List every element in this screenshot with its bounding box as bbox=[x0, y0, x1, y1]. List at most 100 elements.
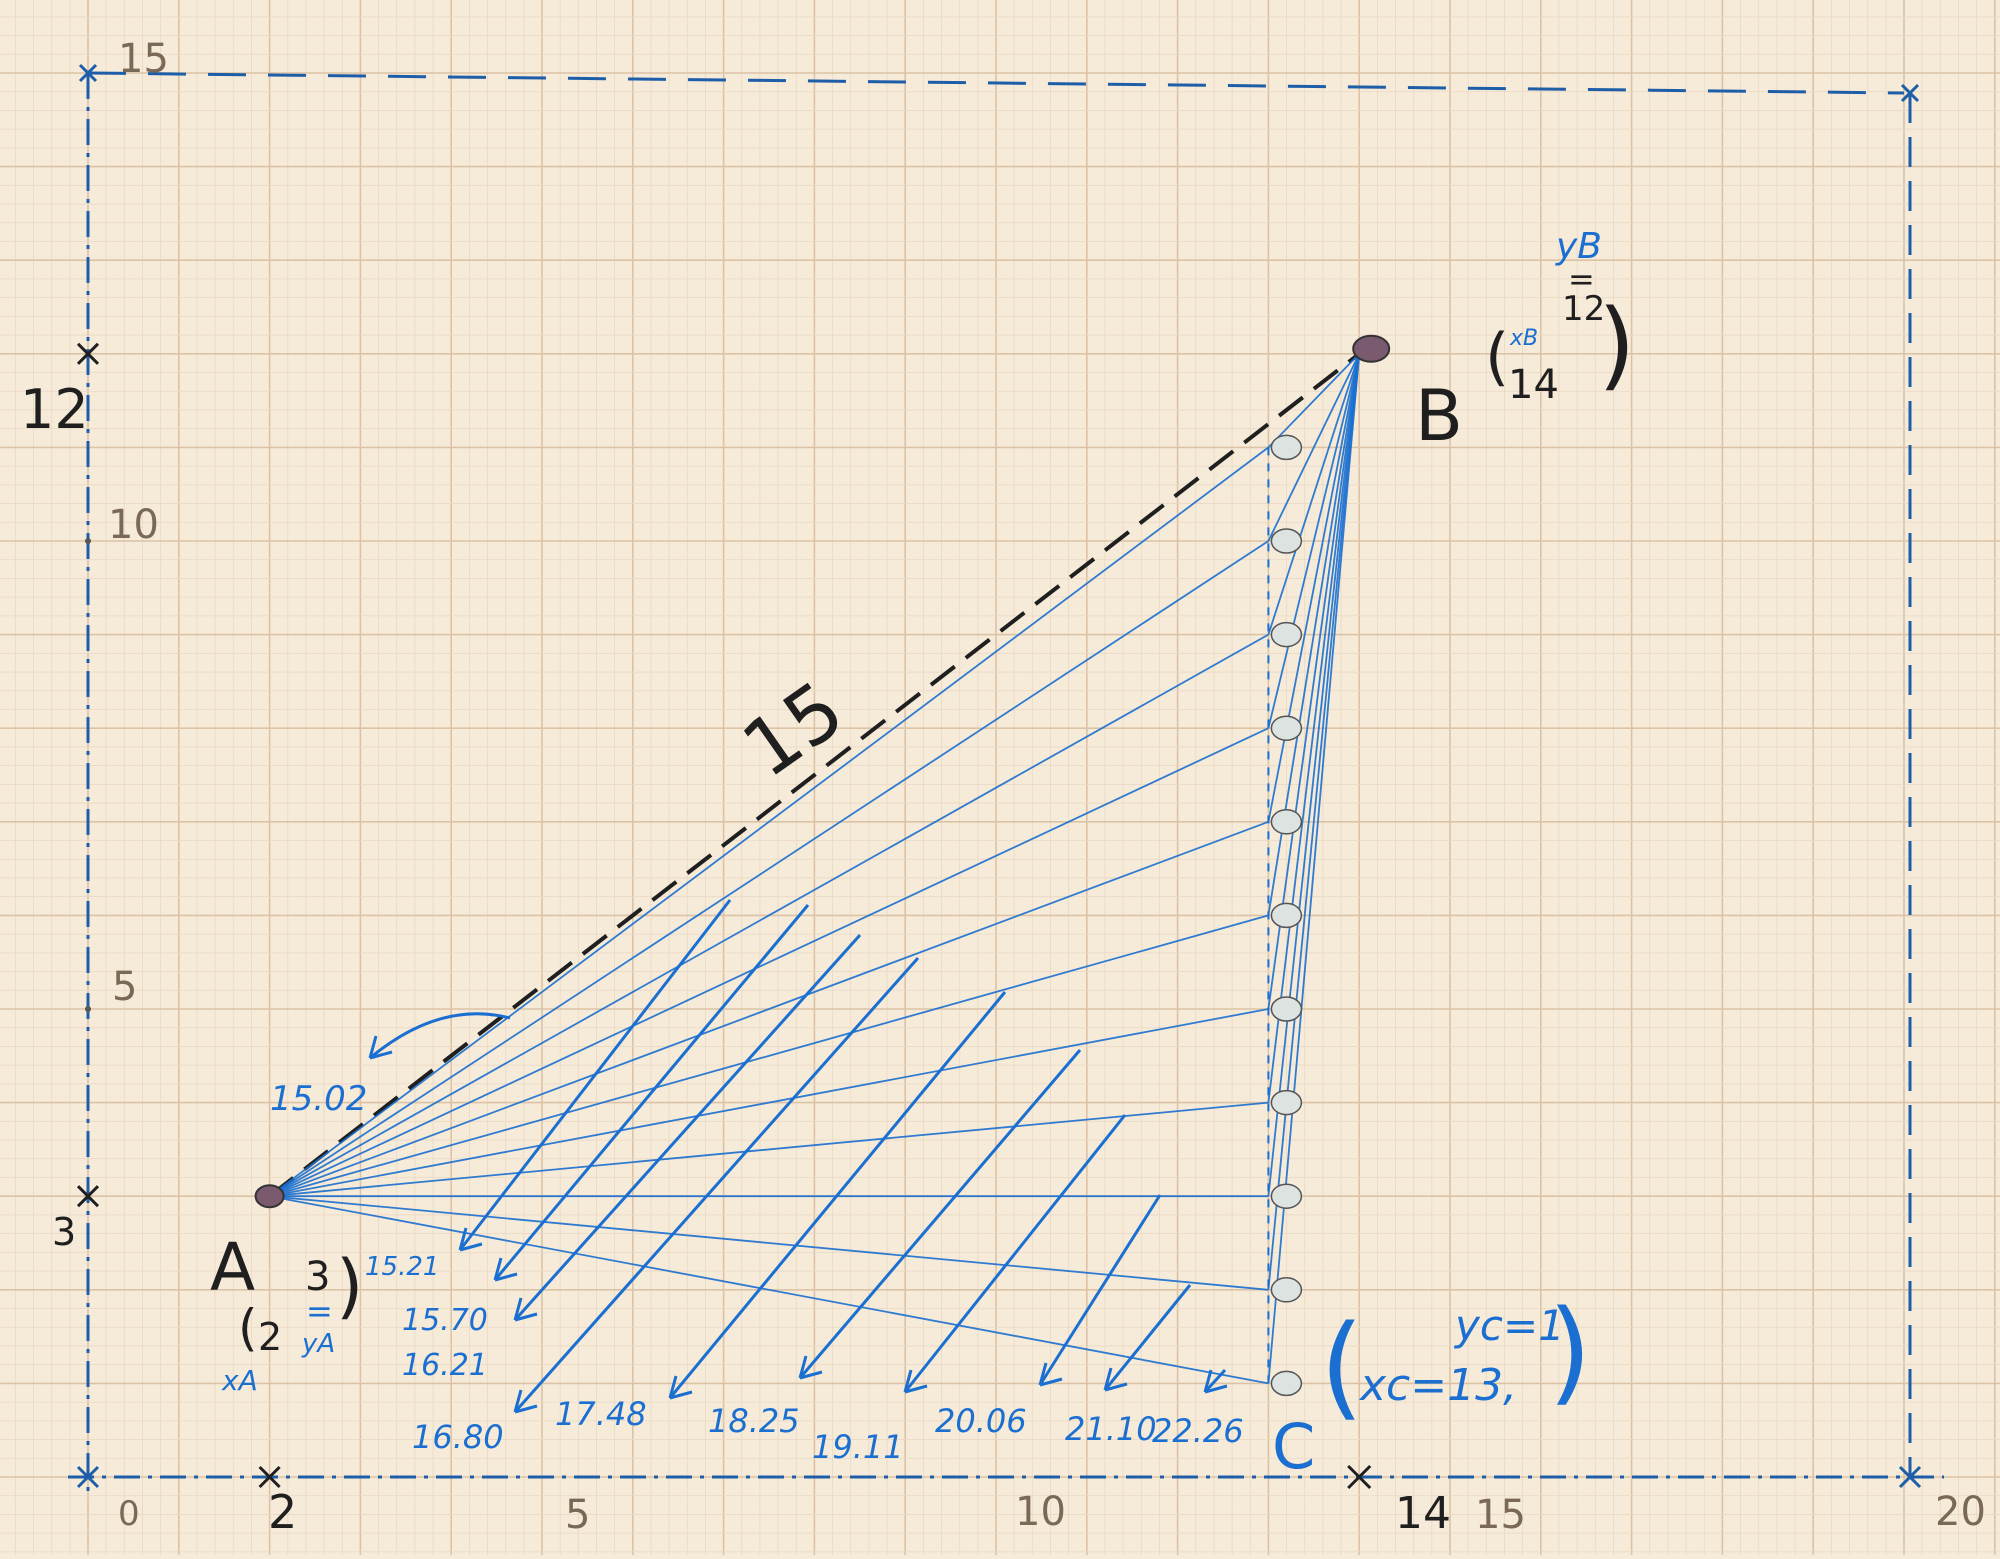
string-a-to-bead bbox=[269, 914, 1269, 1198]
distance-arrow bbox=[903, 1114, 1127, 1393]
distance-label: 20.06 bbox=[935, 1402, 1027, 1440]
top-border bbox=[87, 71, 1905, 95]
point-a-close-paren: ) bbox=[336, 1245, 363, 1327]
point-c-x-value: xc=13, bbox=[1358, 1360, 1517, 1411]
point-c-y-value: yc=1 bbox=[1453, 1301, 1565, 1350]
arrow-head bbox=[1203, 1369, 1228, 1394]
y-tick-label: 10 bbox=[108, 502, 159, 548]
distance-arrow bbox=[493, 904, 810, 1281]
string-b-to-bead bbox=[1267, 353, 1361, 1290]
arrow-head bbox=[798, 1355, 823, 1380]
y-tick-label: 15 bbox=[118, 36, 169, 82]
arrow-head bbox=[668, 1375, 693, 1400]
bead bbox=[1270, 1370, 1303, 1397]
arrow-head bbox=[1103, 1367, 1128, 1392]
x-tick-label: 0 bbox=[118, 1494, 140, 1534]
distance-label: 15.70 bbox=[402, 1303, 488, 1338]
distance-label: 16.80 bbox=[412, 1418, 504, 1456]
bead bbox=[1270, 528, 1303, 554]
distance-arrow bbox=[1103, 1284, 1192, 1391]
distance-label: 21.10 bbox=[1065, 1410, 1157, 1448]
bead bbox=[1270, 621, 1303, 648]
x-tick-mark bbox=[1898, 1465, 1922, 1489]
bead bbox=[1270, 809, 1303, 835]
bead bbox=[1270, 434, 1303, 461]
beads-on-line-c bbox=[254, 334, 1391, 1397]
y-tick-label: 5 bbox=[112, 964, 137, 1010]
string-a-to-bead bbox=[269, 633, 1269, 1197]
corner-mark bbox=[1900, 83, 1920, 103]
point-b-y-symbol: yB bbox=[1555, 226, 1602, 267]
point-b-equals: = bbox=[1568, 260, 1595, 298]
string-a-to-bead bbox=[269, 446, 1269, 1197]
arrow-head bbox=[903, 1369, 928, 1394]
x-tick-label: 5 bbox=[565, 1492, 590, 1538]
arrow-head bbox=[458, 1227, 483, 1252]
string-a-to-bead bbox=[269, 727, 1269, 1198]
string-b-to-bead bbox=[1267, 353, 1361, 1103]
distance-arrow bbox=[1203, 1368, 1227, 1394]
arrow-head bbox=[513, 1389, 538, 1414]
string-a-to-bead bbox=[269, 540, 1269, 1197]
point-b-y-value: 12 bbox=[1562, 289, 1605, 329]
diagram-labels: 0 2 5 10 14 15 20 3 5 10 12 15 15 A ( 2 … bbox=[20, 36, 1986, 1539]
distance-label: 17.48 bbox=[555, 1395, 647, 1433]
x-tick-label: 20 bbox=[1935, 1489, 1986, 1535]
distance-label: 22.26 bbox=[1152, 1412, 1244, 1450]
bead bbox=[1270, 715, 1303, 741]
x-tick-mark bbox=[258, 1465, 281, 1489]
distance-arrow bbox=[458, 899, 732, 1251]
x-tick-label: 2 bbox=[268, 1485, 297, 1539]
y-tick-label: 12 bbox=[20, 378, 89, 441]
point-a-y-symbol: yA bbox=[301, 1329, 335, 1359]
string-lines bbox=[268, 352, 1361, 1385]
distance-label: 19.11 bbox=[812, 1428, 904, 1466]
point-a-y-value: 3 bbox=[305, 1254, 330, 1300]
point-a-x-value: 2 bbox=[258, 1315, 282, 1359]
string-b-to-bead bbox=[1267, 353, 1360, 449]
point-a-x-symbol: xA bbox=[221, 1364, 258, 1397]
point-b-x-value: 14 bbox=[1508, 362, 1559, 408]
arrow-head bbox=[513, 1297, 538, 1322]
ab-length-label: 15 bbox=[727, 665, 860, 796]
point-a-equals: = bbox=[306, 1292, 333, 1330]
distance-arrow bbox=[369, 1012, 511, 1060]
y-tick-label: 3 bbox=[52, 1210, 76, 1254]
x-tick-label: 15 bbox=[1475, 1492, 1526, 1538]
string-b-to-bead bbox=[1267, 353, 1361, 1384]
y-tick-mark bbox=[76, 342, 100, 365]
x-tick-label: 14 bbox=[1395, 1488, 1451, 1539]
distance-label: 16.21 bbox=[402, 1348, 488, 1383]
pin-b bbox=[1352, 334, 1391, 363]
arrow-head bbox=[368, 1035, 393, 1060]
distance-arrow bbox=[513, 933, 862, 1322]
bead bbox=[1270, 902, 1303, 929]
string-a-to-bead bbox=[269, 820, 1269, 1198]
distance-arrows bbox=[368, 899, 1228, 1414]
string-b-to-bead bbox=[1267, 353, 1361, 542]
string-b-to-bead bbox=[1267, 353, 1361, 635]
distance-arrow bbox=[513, 957, 920, 1413]
point-b-open-paren: ( bbox=[1485, 320, 1509, 393]
x-tick-label: 10 bbox=[1015, 1489, 1066, 1535]
point-c-close-paren: ) bbox=[1548, 1287, 1592, 1417]
point-a-open-paren: ( bbox=[238, 1299, 258, 1357]
point-a-label: A bbox=[210, 1229, 255, 1306]
string-a-to-bead bbox=[269, 1195, 1269, 1385]
point-b-x-symbol: xB bbox=[1509, 326, 1538, 351]
x-tick-mark bbox=[1347, 1464, 1372, 1490]
y-tick-mark bbox=[76, 1185, 100, 1208]
string-b-to-bead bbox=[1267, 353, 1361, 1010]
y-tick-dot bbox=[85, 538, 91, 544]
arrow-head bbox=[493, 1257, 518, 1282]
y-tick-dot bbox=[85, 1006, 91, 1012]
bead bbox=[1270, 1089, 1303, 1116]
point-c-open-paren: ( bbox=[1320, 1302, 1364, 1432]
bead bbox=[1270, 1277, 1303, 1303]
point-c-label: C bbox=[1272, 1410, 1315, 1483]
distance-arrow bbox=[798, 1049, 1082, 1379]
segment-ab bbox=[268, 352, 1361, 1198]
